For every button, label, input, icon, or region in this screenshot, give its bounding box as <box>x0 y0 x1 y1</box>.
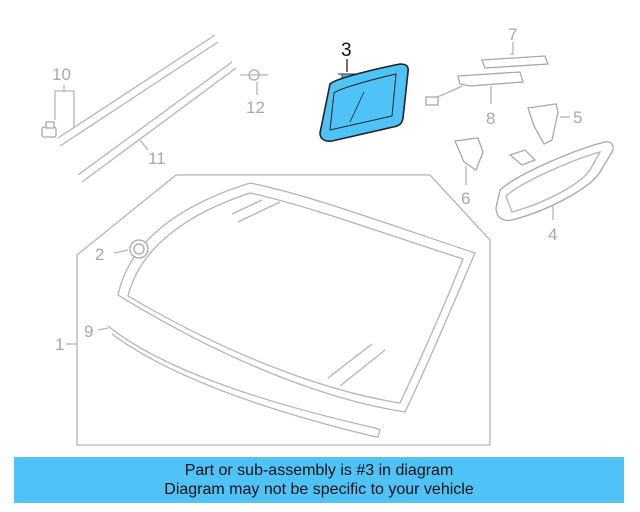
info-banner: Part or sub-assembly is #3 in diagram Di… <box>14 457 624 503</box>
mirror-bracket-parts <box>425 55 549 106</box>
parts-diagram: 1 2 3 4 5 6 7 8 9 10 11 12 <box>41 25 614 446</box>
callout-12: 12 <box>246 98 265 117</box>
callout-4: 4 <box>548 225 557 244</box>
lower-molding-strip <box>107 325 381 438</box>
leader-lines <box>54 42 570 345</box>
callout-9: 9 <box>84 322 93 341</box>
callout-10: 10 <box>52 65 71 84</box>
callout-7: 7 <box>508 25 517 44</box>
callout-1: 1 <box>55 335 64 354</box>
callout-8: 8 <box>486 109 495 128</box>
callout-6: 6 <box>461 189 470 208</box>
callout-2: 2 <box>95 245 104 264</box>
clip-part <box>41 121 57 138</box>
banner-line-1: Part or sub-assembly is #3 in diagram <box>184 462 454 479</box>
callout-11: 11 <box>148 149 166 168</box>
callout-3: 3 <box>341 40 352 61</box>
side-molding-strips <box>57 34 237 183</box>
mirror-cover-parts <box>454 103 559 171</box>
banner-line-2: Diagram may not be specific to your vehi… <box>164 481 474 498</box>
grommet-part <box>129 239 149 259</box>
windshield-glass <box>117 182 476 413</box>
callout-5: 5 <box>573 108 582 127</box>
windshield-panel <box>76 174 491 446</box>
rearview-mirror-highlighted <box>319 63 409 142</box>
stud-part <box>240 69 268 81</box>
rearview-mirror-assembly <box>495 141 614 222</box>
